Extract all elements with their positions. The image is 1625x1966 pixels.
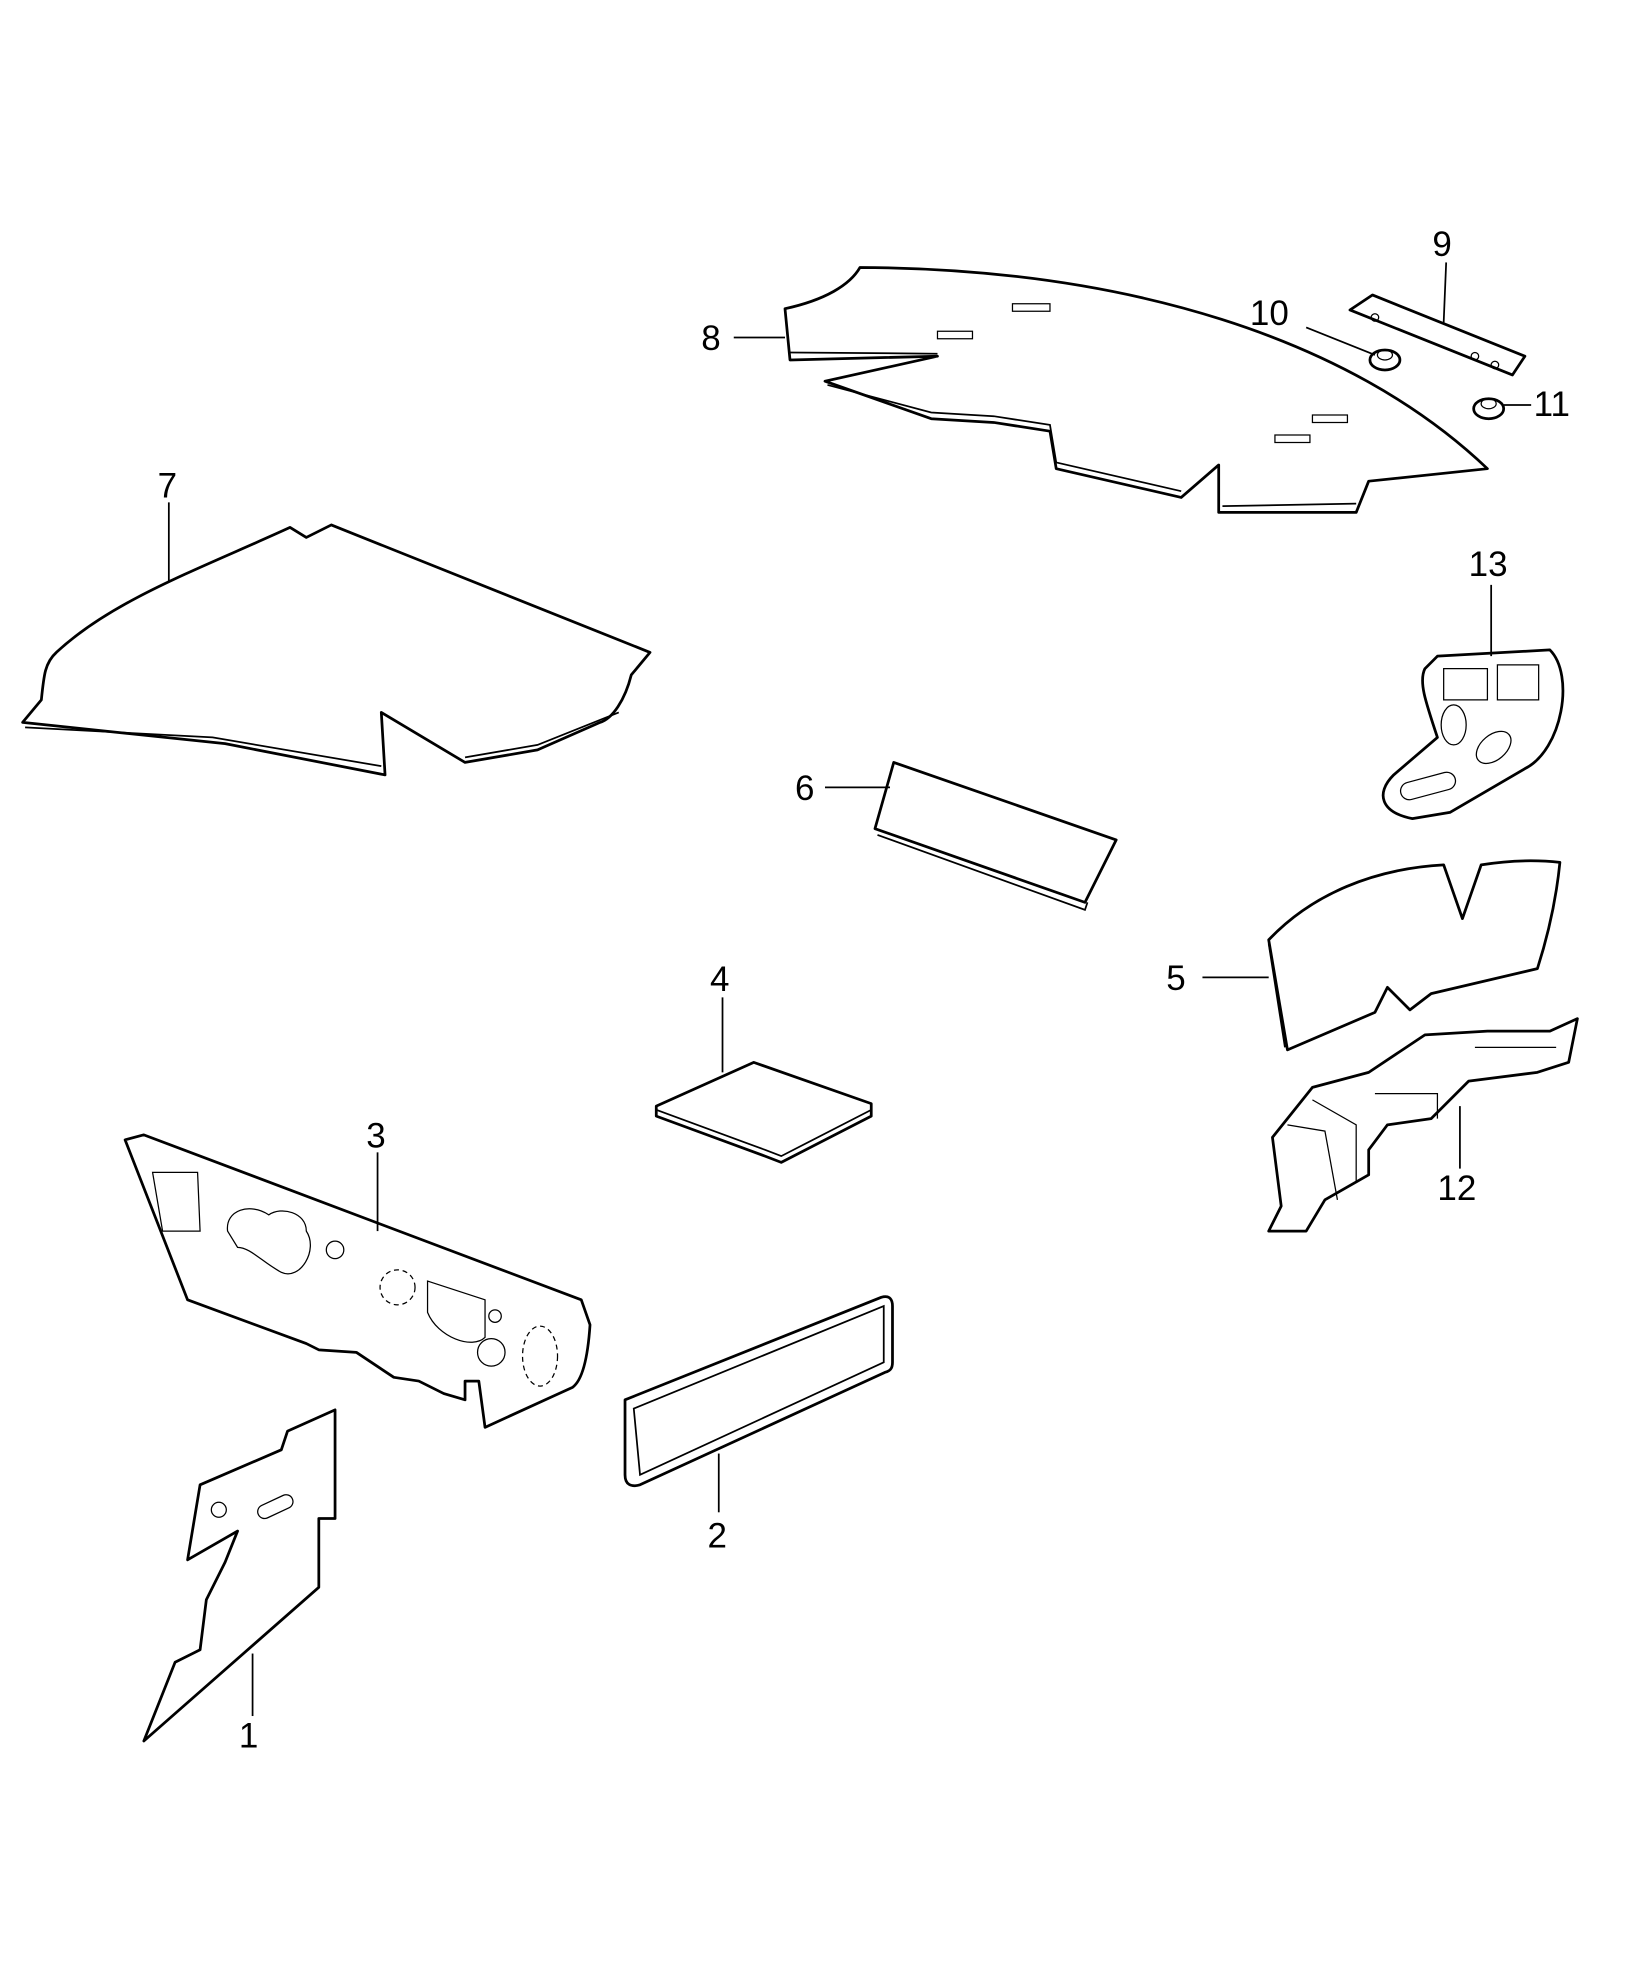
callout-13: 13 (1469, 545, 1508, 584)
part-11-nut (1472, 397, 1506, 421)
callout-5: 5 (1166, 959, 1185, 998)
callout-4: 4 (710, 960, 729, 999)
callout-8: 8 (701, 319, 720, 358)
part-2-pad (623, 1295, 894, 1488)
callout-9: 9 (1432, 225, 1451, 264)
callout-10: 10 (1250, 294, 1289, 333)
callout-11: 11 (1534, 385, 1570, 424)
part-9-bracket (1348, 293, 1527, 377)
part-6-pad (873, 761, 1118, 912)
part-5-pad (1267, 859, 1562, 1052)
part-8-shelf (783, 266, 1489, 514)
callout-2: 2 (708, 1516, 727, 1555)
part-1-insulation (142, 1408, 337, 1743)
callout-12: 12 (1437, 1169, 1476, 1208)
part-4-pad (654, 1060, 873, 1164)
part-12-duct (1267, 1017, 1579, 1233)
part-10-nut (1368, 348, 1402, 372)
callout-1: 1 (239, 1716, 258, 1755)
part-3-firewall-insulation (123, 1133, 592, 1429)
callout-3: 3 (366, 1116, 385, 1155)
leader-lines (167, 262, 1532, 1717)
part-7-panel (21, 523, 652, 777)
part-13-bracket (1381, 648, 1565, 821)
callout-7: 7 (158, 466, 177, 505)
callout-6: 6 (795, 769, 814, 808)
